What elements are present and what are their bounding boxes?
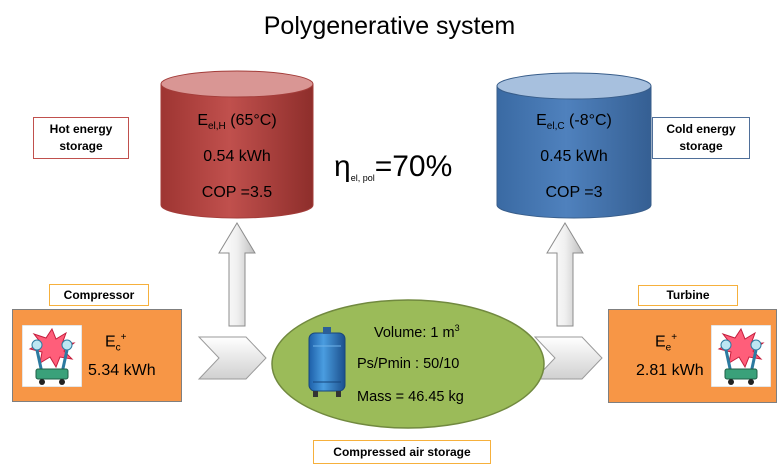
diagram-title: Polygenerative system xyxy=(263,12,516,40)
compressor-energy-label: Ec+ xyxy=(105,332,127,354)
cold-energy-label: Eel,C (-8°C) xyxy=(536,112,612,133)
air-pressure: Ps/Pmin : 50/10 xyxy=(357,356,460,372)
up-arrow-left xyxy=(218,222,256,327)
chevron-arrow-right xyxy=(533,336,603,380)
turbine-box: Ee+ 2.81 kWh xyxy=(608,309,777,403)
compressor-box: Ec+ 5.34 kWh xyxy=(12,309,182,402)
hot-storage-cylinder xyxy=(160,70,314,219)
efficiency-label: ηel, pol=70% xyxy=(334,150,453,183)
turbine-energy-label: Ee+ xyxy=(655,332,678,354)
cold-storage-cylinder xyxy=(496,72,652,219)
hot-energy-value: 0.54 kWh xyxy=(203,148,271,165)
air-tank-icon xyxy=(308,327,346,397)
air-storage-label: Compressed air storage xyxy=(313,440,491,464)
turbine-energy-value: 2.81 kWh xyxy=(636,362,704,379)
turbine-label: Turbine xyxy=(638,285,738,306)
air-mass: Mass = 46.45 kg xyxy=(357,389,464,405)
compressor-energy-value: 5.34 kWh xyxy=(88,362,156,379)
turbine-motor-icon xyxy=(711,325,771,387)
chevron-arrow-left xyxy=(197,336,267,380)
compressor-motor-icon xyxy=(22,325,82,387)
up-arrow-right xyxy=(546,222,584,327)
cold-cop: COP =3 xyxy=(545,184,603,201)
air-volume: Volume: 1 m3 xyxy=(374,323,460,341)
compressor-label: Compressor xyxy=(49,284,149,306)
cold-storage-values: Eel,C (-8°C) 0.45 kWh COP =3 xyxy=(497,104,651,214)
hot-storage-values: Eel,H (65°C) 0.54 kWh COP =3.5 xyxy=(161,104,313,214)
cold-energy-value: 0.45 kWh xyxy=(540,148,608,165)
hot-energy-label: Eel,H (65°C) xyxy=(197,112,277,133)
hot-cop: COP =3.5 xyxy=(201,184,273,201)
